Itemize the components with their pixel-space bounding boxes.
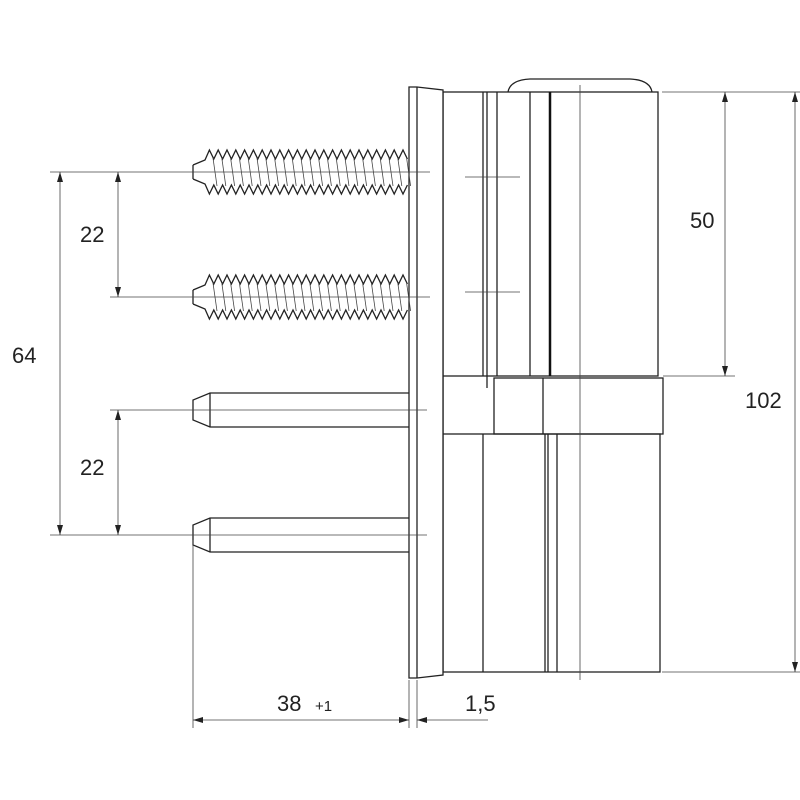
label-38: 38: [277, 691, 301, 716]
screw-thread-bottom: [192, 178, 408, 196]
lower-barrel: [442, 433, 661, 673]
label-38-tolerance: +1: [315, 698, 332, 715]
label-1-5: 1,5: [465, 691, 496, 716]
collar: [493, 377, 664, 435]
mounting-plate: [408, 86, 444, 679]
label-102: 102: [745, 388, 782, 413]
label-50: 50: [690, 208, 714, 233]
hinge-body: [408, 78, 664, 680]
screw-thread-top: [192, 148, 408, 166]
cap-dome: [507, 78, 653, 93]
center-lines: [185, 171, 520, 536]
dimension-lines: [50, 91, 800, 728]
screw-thread-top: [192, 273, 408, 291]
label-22-bottom: 22: [80, 455, 104, 480]
label-64: 64: [12, 343, 36, 368]
screw-thread-bottom: [192, 303, 408, 321]
label-22-top: 22: [80, 222, 104, 247]
fixings: [192, 148, 411, 553]
